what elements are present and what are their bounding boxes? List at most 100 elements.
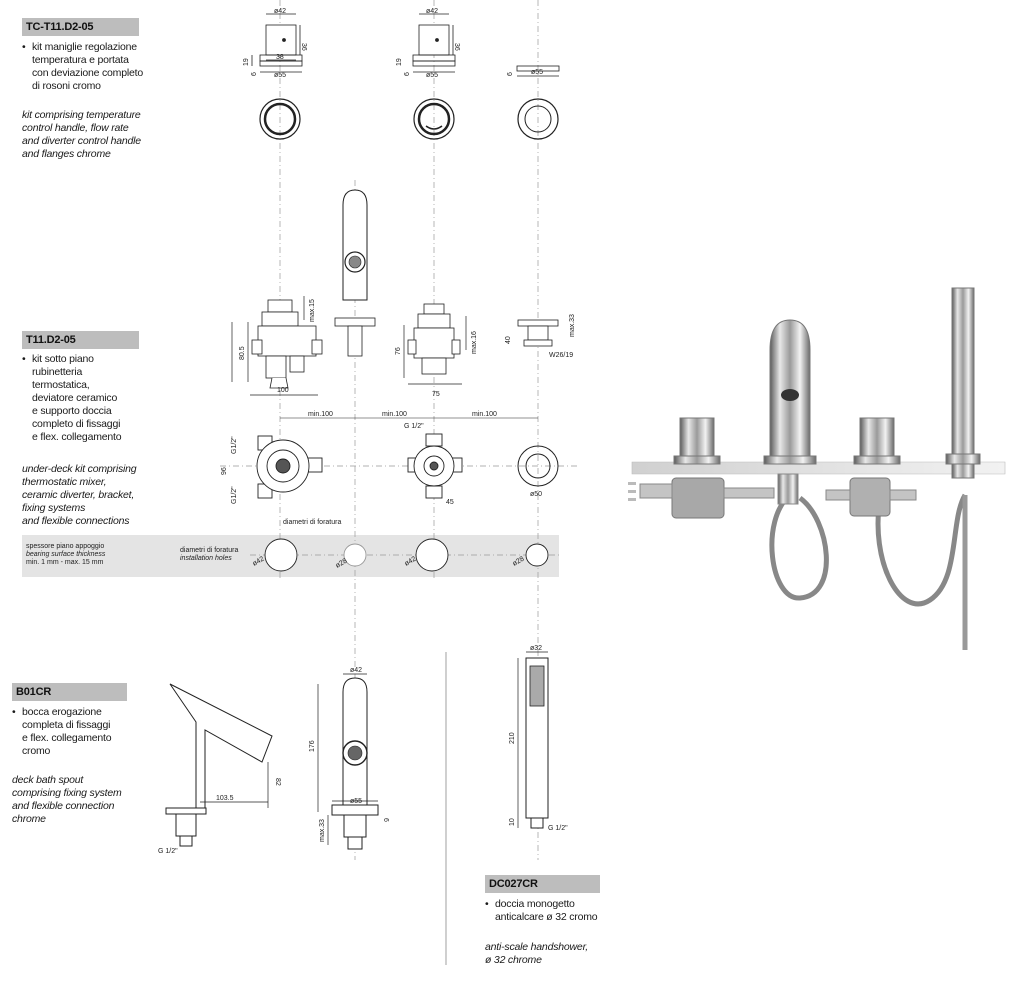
- dim-label: 6: [382, 818, 389, 822]
- port: [425, 485, 443, 499]
- hole-42: [415, 538, 449, 572]
- thermostatic-valve-side: [251, 299, 323, 389]
- flange-hole: [524, 105, 552, 133]
- spout-shank: [175, 813, 197, 837]
- product-render: [628, 287, 1006, 650]
- valve-lower: [265, 355, 287, 379]
- valve-nut: [261, 311, 299, 327]
- dim-label: 19: [243, 58, 250, 66]
- bullet-dot: •: [22, 353, 26, 365]
- desc-line: kit maniglie regolazione: [32, 41, 137, 53]
- desc-line: control handle, flow rate: [22, 122, 129, 134]
- hole-28: [343, 543, 367, 567]
- handle-temp-side: [251, 13, 303, 73]
- diverter-valve-top: [407, 433, 463, 499]
- handle-top: [263, 102, 297, 136]
- flange-top: [259, 98, 301, 140]
- flange: [516, 65, 560, 72]
- bullet-dot: •: [22, 41, 26, 53]
- spout-base: [165, 807, 207, 815]
- dim-label: ø55: [350, 798, 362, 805]
- desc-line: e supporto doccia: [32, 405, 112, 417]
- spray-face: [529, 665, 545, 707]
- band-holes-label: diametri di foratura installation holes: [180, 547, 260, 563]
- handshower-connector: [530, 817, 544, 829]
- port: [307, 457, 323, 473]
- desc-line: fixing systems: [22, 502, 86, 514]
- spout-connector: [347, 836, 363, 850]
- dim-label: ø55: [531, 69, 543, 76]
- desc-line: and diverter control handle: [22, 135, 141, 147]
- flange-hole: [525, 453, 551, 479]
- flange-top: [517, 445, 559, 487]
- product-code-tc-t11: TC-T11.D2-05: [22, 18, 139, 36]
- dim-label: 82: [274, 778, 281, 786]
- dim-label: ø42: [404, 556, 418, 568]
- dim-label: G 1/2": [548, 825, 568, 832]
- desc-line: temperatura e portata: [32, 54, 129, 66]
- handle-marker: [282, 38, 286, 42]
- dim-label: 100: [277, 387, 289, 394]
- dims-thermo: [231, 296, 318, 396]
- desc-line: chrome: [12, 813, 46, 825]
- desc-line: comprising fixing system: [12, 787, 122, 799]
- valve-body: [257, 325, 317, 357]
- desc-line: deck bath spout: [12, 774, 84, 786]
- handle-render: [679, 417, 715, 461]
- flange-base: [412, 60, 456, 67]
- handle-marker: [435, 38, 439, 42]
- desc-line: and flexible connections: [22, 515, 130, 527]
- spout-render: [769, 319, 811, 457]
- dim-label: ø55: [274, 72, 286, 79]
- desc-line: thermostatic mixer,: [22, 476, 107, 488]
- desc-line: kit sotto piano: [32, 353, 94, 365]
- flange-fixing-side: [517, 319, 559, 347]
- hole-42: [264, 538, 298, 572]
- desc-line: kit comprising temperature: [22, 109, 141, 121]
- dim-label: 36: [453, 43, 460, 51]
- flange-top: [517, 98, 559, 140]
- dim-label: 6: [251, 72, 258, 76]
- dim-label: 40: [505, 336, 512, 344]
- port: [425, 433, 443, 447]
- dim-label: ø28: [512, 556, 526, 568]
- spout-base: [331, 804, 379, 816]
- band-text: diametri di foratura: [180, 547, 239, 554]
- hose: [769, 493, 829, 601]
- outlet: [311, 339, 323, 355]
- product-desc-it-tc-t11: • kit maniglie regolazione temperatura e…: [22, 41, 152, 93]
- valve-lower: [289, 355, 305, 373]
- product-desc-it-t11-d2: • kit sotto piano rubinetteria termostat…: [22, 353, 152, 444]
- spout-shank-render: [777, 473, 799, 505]
- product-code-b01cr: B01CR: [12, 683, 127, 701]
- valve-core: [275, 458, 291, 474]
- spout-flange-render: [763, 455, 817, 465]
- desc-line: e flex. collegamento: [22, 732, 112, 744]
- dims-handshower: [517, 651, 548, 828]
- valve-render: [849, 477, 891, 517]
- dim-label: 75: [432, 391, 440, 398]
- aerator-mesh: [348, 255, 362, 269]
- flange-top: [413, 98, 455, 140]
- bath-spout-front: [331, 677, 379, 850]
- handshower-render: [951, 287, 975, 479]
- dim-label: W26/19: [549, 352, 573, 359]
- dim-label: 19: [396, 58, 403, 66]
- bullet-dot: •: [485, 898, 489, 910]
- dim-label: ø32: [530, 645, 542, 652]
- dim-label: 10: [509, 818, 516, 826]
- band-thickness-label: spessore piano appoggio bearing surface …: [26, 543, 136, 567]
- inlet: [407, 339, 417, 355]
- desc-line: di rosoni cromo: [32, 80, 101, 92]
- desc-line: and flexible connection: [12, 800, 115, 812]
- handle-mark: [425, 125, 443, 130]
- aerator-mesh: [347, 745, 363, 761]
- valve-render-pipe: [889, 489, 917, 501]
- dim-label: G1/2": [231, 486, 238, 504]
- dim-label: 103.5: [216, 795, 234, 802]
- aerator-render: [781, 389, 799, 401]
- product-desc-it-dc027cr: • doccia monogetto anticalcare ø 32 crom…: [485, 898, 625, 924]
- dim-label: min.100: [308, 411, 333, 418]
- dim-label: 45: [446, 499, 454, 506]
